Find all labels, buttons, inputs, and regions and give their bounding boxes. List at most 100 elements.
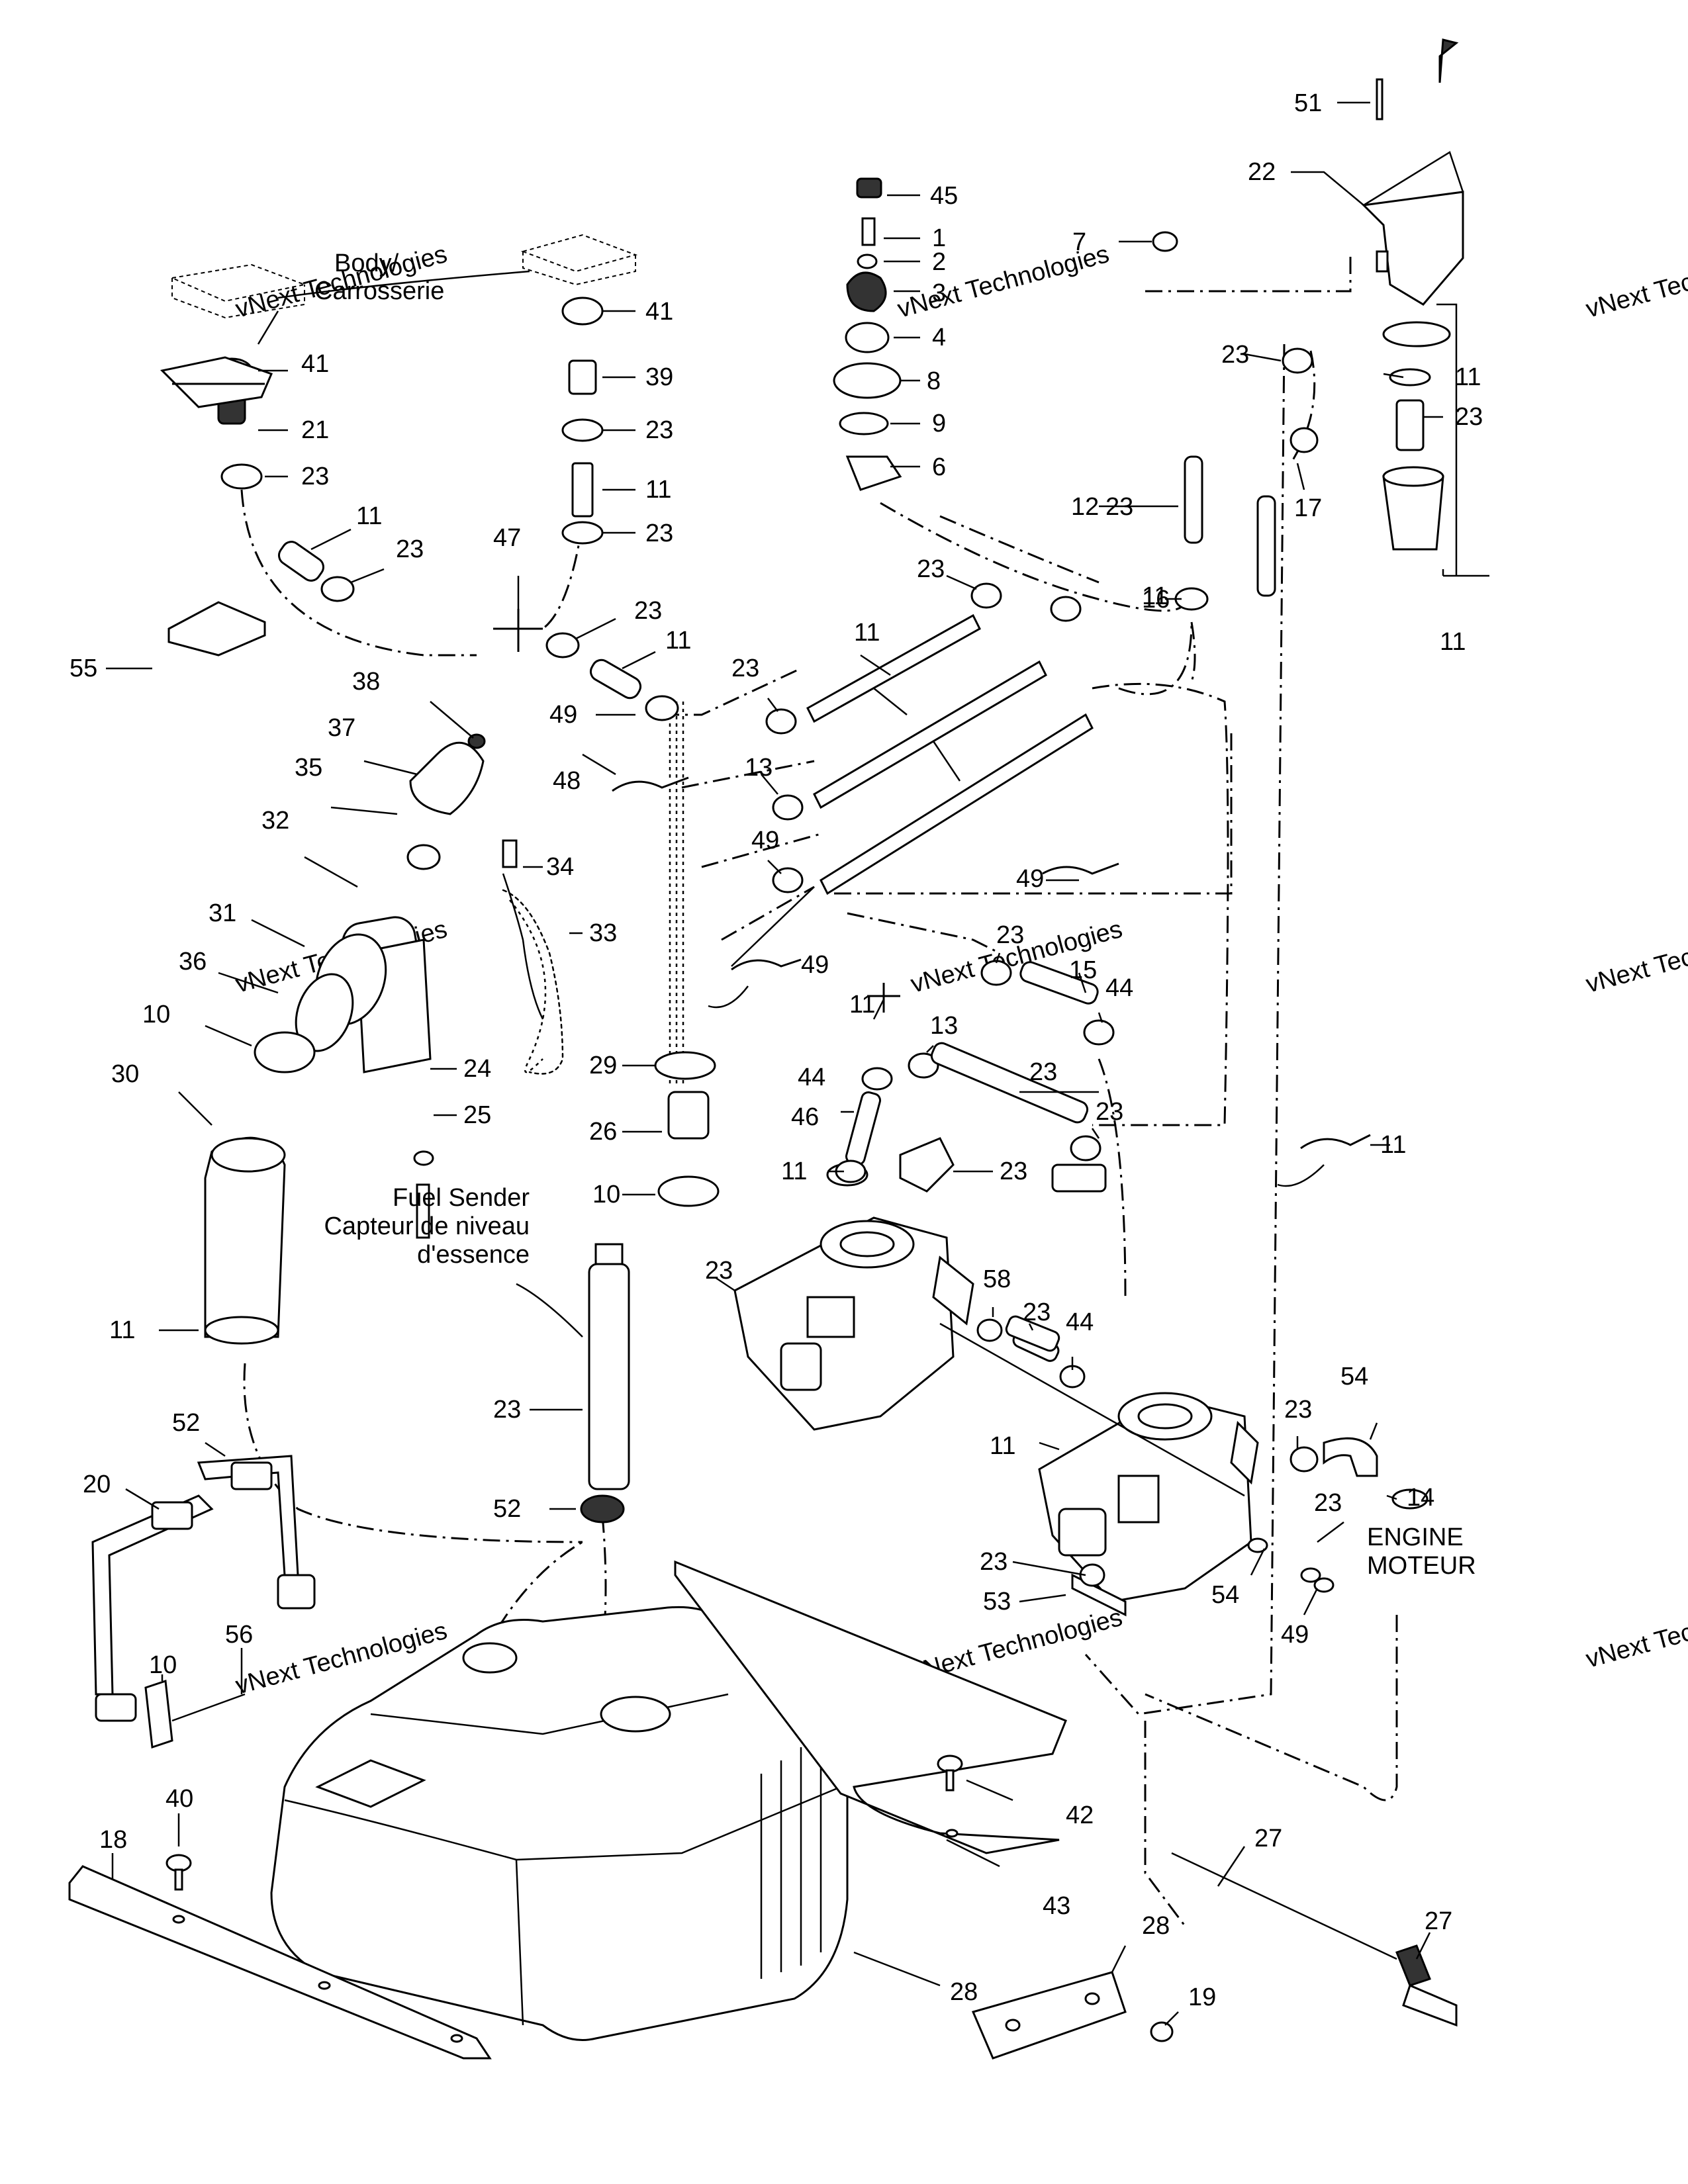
callout-label: 44 <box>1066 1308 1094 1336</box>
callout-label: 27 <box>1254 1825 1282 1852</box>
hose-routing-lines <box>240 251 1398 1927</box>
callout-label: 44 <box>1105 974 1133 1002</box>
callout-label: 4 <box>932 324 946 351</box>
callout-label: 33 <box>589 919 617 947</box>
callout-label: 23 <box>1096 1098 1123 1126</box>
callout-label: 21 <box>301 416 329 444</box>
carburetor-front <box>733 1163 974 1431</box>
callout-label: 26 <box>589 1118 617 1146</box>
callout-label: 36 <box>179 948 207 976</box>
note-fuel-sender: Capteur de niveau <box>324 1212 530 1240</box>
callout-label: 32 <box>261 807 289 835</box>
callout-label: 11 <box>356 502 382 530</box>
callout-label: 6 <box>932 453 946 481</box>
tee-fitting-47 <box>493 609 543 652</box>
callout-label: 47 <box>493 524 521 552</box>
fuel-valve-assembly <box>833 177 902 491</box>
callout-label: 14 <box>1407 1484 1434 1512</box>
bottom-rail <box>68 1865 492 2060</box>
callout-label: 23 <box>634 597 662 625</box>
callout-label: 9 <box>932 410 946 437</box>
callout-label: 49 <box>1281 1621 1309 1649</box>
fuel-hoses-middle <box>835 960 1115 1352</box>
callout-label: 18 <box>99 1826 127 1854</box>
callout-label: 44 <box>798 1064 825 1091</box>
callout-label: 45 <box>930 182 958 210</box>
fuel-filter-assembly <box>1152 38 1464 611</box>
watermark: vNext Technologies <box>1583 915 1688 999</box>
note-engine: MOTEUR <box>1367 1552 1476 1580</box>
callout-label: 23 <box>996 921 1024 949</box>
callout-label: 13 <box>930 1012 958 1040</box>
callout-label: 7 <box>1072 228 1086 256</box>
callout-label: 23 <box>1221 341 1249 369</box>
callout-label: 23 <box>1000 1158 1027 1185</box>
callout-label: 42 <box>1066 1801 1094 1829</box>
carburetor-rear <box>1038 1392 1259 1603</box>
callout-label: 48 <box>553 767 581 795</box>
watermark-group: vNext Technologies vNext Technologies vN… <box>232 240 1688 1700</box>
callout-numbers: 51 22 45 1 2 3 4 7 8 9 6 41 41 39 23 11 … <box>70 89 1483 2011</box>
callout-label: 23 <box>1023 1298 1051 1326</box>
callout-label: 17 <box>1294 494 1322 522</box>
callout-label: 13 <box>745 754 773 782</box>
callout-label: 52 <box>172 1409 200 1437</box>
callout-label: 23 <box>301 463 329 490</box>
callout-label: 23 <box>396 535 424 563</box>
callout-label: 37 <box>328 714 355 742</box>
callout-label: 23 <box>645 520 673 547</box>
tether-chain <box>502 889 564 1075</box>
callout-label: 11 <box>645 476 671 504</box>
fuel-hoses-upper <box>765 582 1094 895</box>
callout-label: 58 <box>983 1265 1011 1293</box>
callout-label: 23 <box>1105 493 1133 521</box>
watermark: vNext Technologies <box>1583 1590 1688 1674</box>
body-mount-right <box>520 234 638 545</box>
callout-label: 49 <box>751 827 779 854</box>
callout-label: 23 <box>1029 1058 1057 1086</box>
callout-label: 10 <box>142 1001 170 1028</box>
callout-label: 28 <box>1142 1912 1170 1940</box>
callout-label: 46 <box>791 1103 819 1131</box>
callout-label: 29 <box>589 1052 617 1079</box>
callout-label: 49 <box>801 951 829 979</box>
note-body: Body/ <box>334 250 399 277</box>
callout-label: 23 <box>705 1257 733 1285</box>
fuel-sender-20 <box>580 1243 630 1524</box>
callout-label: 2 <box>932 248 946 276</box>
callout-label: 55 <box>70 655 97 682</box>
note-body: Carrosserie <box>314 277 444 305</box>
callout-label: 41 <box>301 350 329 378</box>
callout-label: 35 <box>295 754 322 782</box>
callout-label: 23 <box>493 1396 521 1424</box>
callout-label: 54 <box>1340 1363 1368 1390</box>
callout-label: 24 <box>463 1055 491 1083</box>
clamp-26-29-10 <box>654 1051 720 1207</box>
callout-label: 34 <box>546 853 574 881</box>
callout-label: 28 <box>950 1978 978 2006</box>
callout-label: 27 <box>1425 1907 1452 1935</box>
callout-label: 39 <box>645 363 673 391</box>
callout-label: 43 <box>1043 1892 1070 1920</box>
callout-label: 22 <box>1248 158 1276 186</box>
callout-label: 11 <box>665 627 691 655</box>
callout-label: 11 <box>849 991 875 1019</box>
watermark: vNext Technologies <box>1583 240 1688 324</box>
callout-label: 20 <box>83 1471 111 1498</box>
callout-label: 15 <box>1069 956 1097 984</box>
note-fuel-sender: d'essence <box>417 1241 530 1269</box>
callout-label: 11 <box>1142 582 1168 610</box>
leader-lines <box>106 101 1489 2026</box>
callout-label: 41 <box>645 298 673 326</box>
note-fuel-sender: Fuel Sender <box>393 1184 530 1212</box>
callout-label: 25 <box>463 1101 491 1129</box>
callout-label: 56 <box>225 1621 253 1649</box>
callout-label: 38 <box>352 668 380 696</box>
callout-label: 51 <box>1294 89 1322 117</box>
callout-label: 31 <box>209 899 236 927</box>
misc-hardware <box>144 270 1458 2060</box>
annotation-notes: Body/ Carrosserie Fuel Sender Capteur de… <box>314 250 1476 1580</box>
carb-linkage <box>939 1318 1429 1617</box>
callout-label: 11 <box>990 1432 1015 1460</box>
